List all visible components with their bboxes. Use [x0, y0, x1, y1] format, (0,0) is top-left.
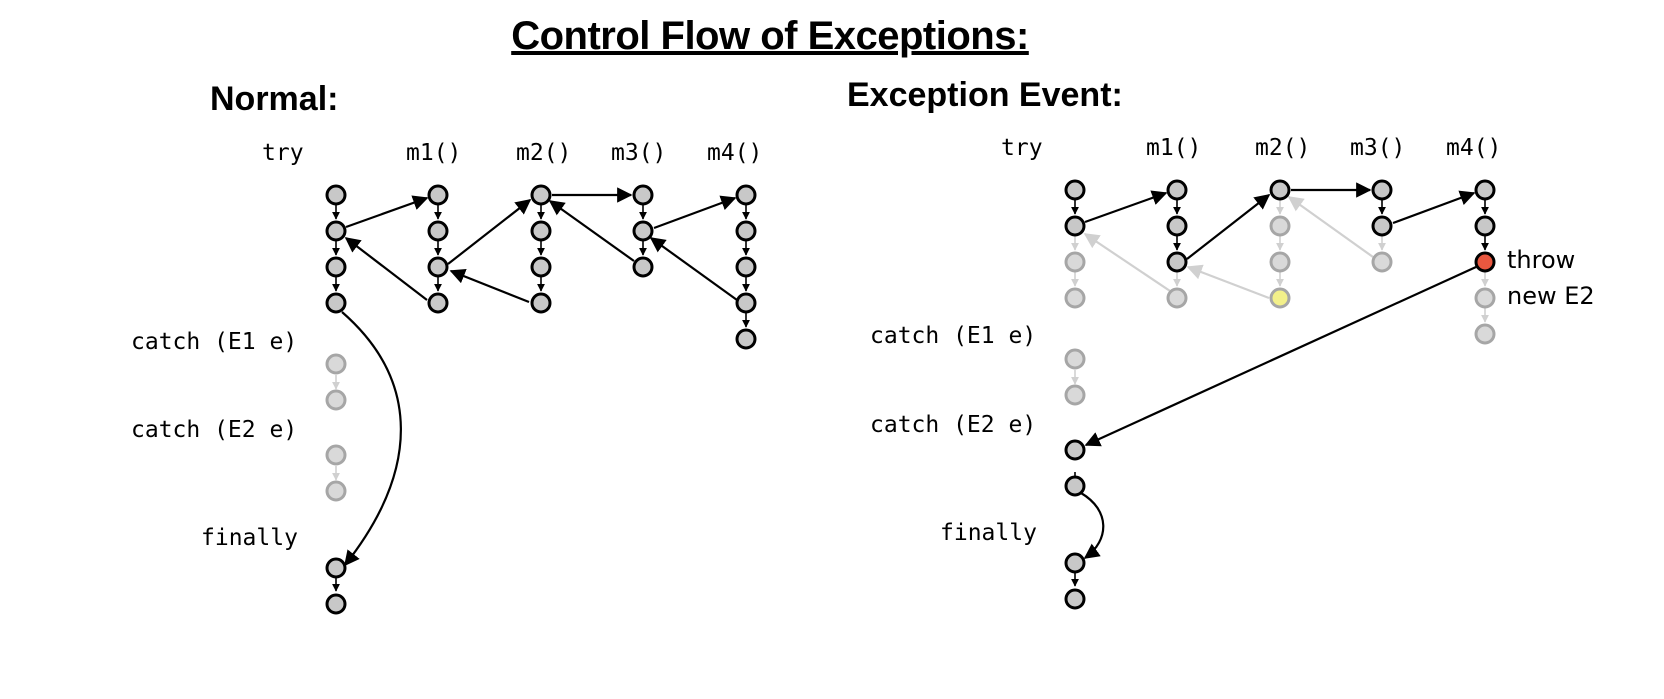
node	[735, 184, 757, 206]
node	[1166, 215, 1188, 237]
node	[325, 256, 347, 278]
throw-node	[1474, 251, 1496, 273]
normal-label-catch1: catch (E1 e)	[131, 329, 297, 355]
node	[1371, 215, 1393, 237]
node	[1474, 179, 1496, 201]
node	[427, 256, 449, 278]
node	[1166, 287, 1188, 309]
normal-vertical-arrows	[332, 205, 750, 592]
node	[1269, 215, 1291, 237]
node	[735, 220, 757, 242]
node	[1474, 323, 1496, 345]
normal-label-finally: finally	[201, 525, 298, 551]
unreached-node	[1269, 287, 1291, 309]
normal-diagram: try m1() m2() m3() m4() catch (E1 e) cat…	[131, 140, 762, 615]
page-title: Control Flow of Exceptions:	[511, 14, 1029, 58]
normal-label-m1: m1()	[406, 140, 461, 166]
node	[530, 220, 552, 242]
normal-label-m4: m4()	[707, 140, 762, 166]
node	[427, 220, 449, 242]
exception-heading: Exception Event:	[847, 76, 1123, 114]
node	[325, 220, 347, 242]
node	[1064, 251, 1086, 273]
node	[735, 328, 757, 350]
node	[427, 292, 449, 314]
node	[1064, 287, 1086, 309]
exception-diagram: try m1() m2() m3() m4() catch (E1 e) cat…	[870, 135, 1595, 610]
node	[325, 292, 347, 314]
node	[1269, 251, 1291, 273]
node	[530, 184, 552, 206]
node	[530, 256, 552, 278]
node	[1371, 179, 1393, 201]
node	[1064, 475, 1086, 497]
exception-label-finally: finally	[940, 520, 1037, 546]
exception-call-arrows	[1080, 182, 1477, 559]
node	[735, 292, 757, 314]
node	[632, 184, 654, 206]
node	[1064, 552, 1086, 574]
node	[1064, 215, 1086, 237]
node	[1064, 384, 1086, 406]
exception-label-m3: m3()	[1350, 135, 1405, 161]
node	[1269, 179, 1291, 201]
node	[325, 593, 347, 615]
node	[1064, 439, 1086, 461]
node	[325, 480, 347, 502]
node	[530, 292, 552, 314]
node	[1166, 251, 1188, 273]
node	[325, 184, 347, 206]
exception-inactive-vertical-arrows	[1071, 200, 1489, 385]
node	[1064, 588, 1086, 610]
normal-call-arrows	[341, 187, 738, 567]
node	[1166, 179, 1188, 201]
exception-inactive-nodes	[1064, 215, 1496, 406]
node	[325, 353, 347, 375]
node	[325, 389, 347, 411]
exception-active-nodes	[1064, 179, 1496, 610]
exception-label-m1: m1()	[1146, 135, 1201, 161]
exception-label-catch1: catch (E1 e)	[870, 323, 1036, 349]
node	[1474, 215, 1496, 237]
node	[632, 256, 654, 278]
node	[1064, 348, 1086, 370]
node	[325, 557, 347, 579]
node	[1474, 287, 1496, 309]
node	[1371, 251, 1393, 273]
normal-inactive-nodes	[325, 353, 347, 502]
normal-label-try: try	[262, 140, 304, 166]
node	[735, 256, 757, 278]
exception-inactive-arrows	[1083, 196, 1374, 300]
normal-active-nodes	[325, 184, 757, 615]
node	[325, 444, 347, 466]
exception-label-try: try	[1001, 135, 1043, 161]
exception-label-m2: m2()	[1255, 135, 1310, 161]
exception-label-new-e2: new E2	[1507, 282, 1595, 310]
node	[632, 220, 654, 242]
exception-label-m4: m4()	[1446, 135, 1501, 161]
exception-label-catch2: catch (E2 e)	[870, 412, 1036, 438]
normal-label-catch2: catch (E2 e)	[131, 417, 297, 443]
normal-heading: Normal:	[210, 80, 339, 118]
node	[427, 184, 449, 206]
normal-label-m3: m3()	[611, 140, 666, 166]
exception-label-throw: throw	[1507, 246, 1575, 274]
normal-label-m2: m2()	[516, 140, 571, 166]
node	[1064, 179, 1086, 201]
